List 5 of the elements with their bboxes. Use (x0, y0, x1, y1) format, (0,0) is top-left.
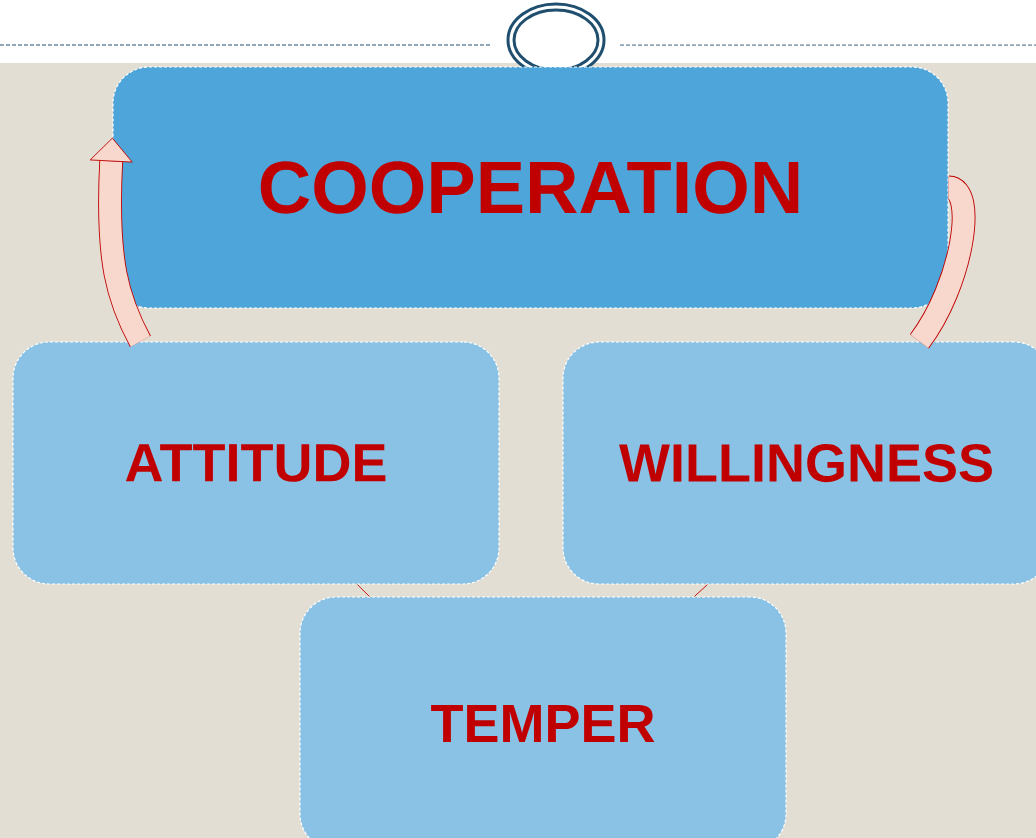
cycle-arrow (89, 137, 151, 347)
rounded-box: WILLINGNESS (562, 341, 1036, 585)
rounded-box: ATTITUDE (12, 341, 500, 585)
rounded-box: COOPERATION (112, 66, 949, 309)
rounded-box: TEMPER (299, 596, 787, 838)
